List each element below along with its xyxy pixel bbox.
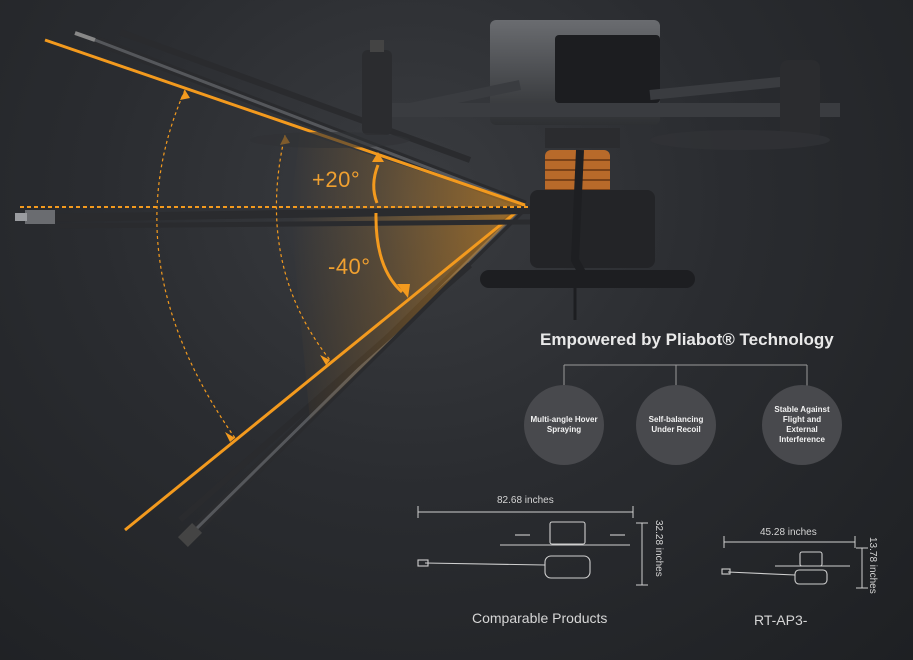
down-angle-arrow xyxy=(374,212,404,294)
angle-arc-outer xyxy=(156,89,236,439)
drone-body xyxy=(250,20,840,320)
comparable-height-label: 32.28 inches xyxy=(653,520,664,577)
rt-ap3-caption: RT-AP3- xyxy=(754,612,808,628)
up-angle-label: +20° xyxy=(312,167,361,192)
dimension-left xyxy=(417,506,648,586)
cone-upper-edge xyxy=(44,38,526,207)
comparable-width-label: 82.68 inches xyxy=(497,495,554,506)
up-angle-arrow xyxy=(372,164,380,204)
feature-circle-self-balancing: Self-balancing Under Recoil xyxy=(636,385,716,465)
spray-arm-horizontal xyxy=(15,206,531,229)
comparable-drone-sketch xyxy=(417,521,630,579)
comparable-products-caption: Comparable Products xyxy=(472,610,608,626)
rt-ap3-height-label: 13.78 inches xyxy=(867,537,878,594)
feature-circle-stable: Stable Against Flight and External Inter… xyxy=(762,385,842,465)
rt-ap3-width-label: 45.28 inches xyxy=(760,527,817,538)
spray-arm-up xyxy=(74,29,527,210)
technology-headline: Empowered by Pliabot® Technology xyxy=(540,330,834,349)
angle-arc-inner xyxy=(275,134,331,361)
dimension-right xyxy=(723,536,868,589)
cone-lower-edge xyxy=(124,203,526,532)
feature-circle-multi-angle: Multi-angle Hover Spraying xyxy=(524,385,604,465)
down-angle-label: -40° xyxy=(328,254,371,279)
rt-ap3-drone-sketch xyxy=(721,551,850,585)
